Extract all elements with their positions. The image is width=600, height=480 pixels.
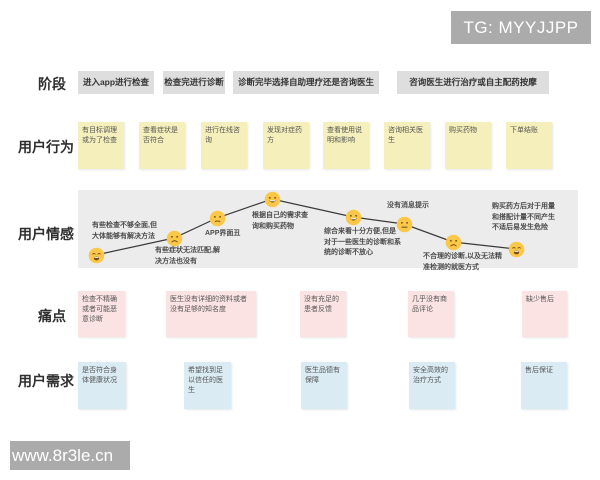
watermark: www.8r3le.cn (10, 441, 130, 470)
emotion-curve-panel (78, 190, 578, 268)
stage-box: 诊断完毕选择自助理疗还是咨询医生 (233, 71, 379, 94)
crying-face-icon (88, 247, 105, 264)
crying-face-icon (508, 241, 525, 258)
sad-face-icon (166, 230, 183, 247)
emotion-annotation: 综合来看十分方便,但是对于一些医生的诊断和系统的诊断不放心 (324, 228, 401, 256)
pain-note: 没有充足的患者反馈 (300, 291, 346, 337)
neutral-face-icon (396, 216, 413, 233)
behavior-note: 查看症状是否符合 (139, 122, 185, 169)
row-label-pain: 痛点 (38, 308, 66, 324)
behavior-note: 查看使用说明和影响 (323, 122, 369, 169)
behavior-note: 下单结账 (506, 122, 552, 169)
behavior-note: 咨询相关医生 (384, 122, 430, 169)
emotion-annotation: 没有消息提示 (387, 202, 429, 209)
stage-box: 咨询医生进行治疗或自主配药按摩 (397, 71, 549, 94)
row-label-need: 用户需求 (18, 373, 74, 389)
sad-face-icon (445, 234, 462, 251)
row-label-emotion: 用户情感 (18, 226, 74, 242)
tg-badge: TG: MYYJJPP (451, 11, 591, 44)
stage-box: 进入app进行检查 (78, 71, 154, 94)
emotion-curve (95, 198, 517, 256)
emotion-annotation: 有些症状无法匹配,解决方法也没有 (155, 247, 220, 265)
behavior-note: 有目标调理或为了检查 (78, 122, 124, 169)
smile-face-icon (345, 209, 362, 226)
row-label-stage: 阶段 (38, 76, 66, 92)
behavior-note: 进行在线咨询 (201, 122, 247, 169)
behavior-note: 购买药物 (445, 122, 491, 169)
pain-note: 医生没有详细的资料或者没有足够的知名度 (166, 291, 256, 337)
pain-note: 缺少售后 (522, 291, 567, 337)
need-note: 希望找到足以信任的医生 (184, 362, 231, 409)
emotion-annotation: 购买药方后对于用量和搭配计量不同产生不适后易发生危险 (492, 203, 555, 231)
row-label-behavior: 用户行为 (18, 139, 74, 155)
need-note: 医生品德有保障 (301, 362, 347, 409)
emotion-annotation: APP界面丑 (205, 230, 241, 237)
need-note: 是否符合身体健康状况 (78, 362, 126, 409)
emotion-annotation: 有些检查不够全面,但大体能够有解决方法 (92, 222, 157, 240)
pain-note: 几乎没有商品评论 (408, 291, 454, 337)
grin-face-icon (264, 191, 281, 208)
emotion-annotation: 根据自己的需求查询和购买药物 (252, 212, 308, 230)
emotion-annotation: 不合理的诊断,以及无法精准检测的就医方式 (423, 253, 502, 271)
behavior-note: 发现对症药方 (263, 122, 309, 169)
confused-face-icon (209, 210, 226, 227)
need-note: 售后保证 (521, 362, 567, 409)
stage-box: 检查完进行诊断 (163, 71, 225, 94)
need-note: 安全高效的治疗方式 (409, 362, 455, 409)
pain-note: 检查不精确或者可能恶意诊断 (78, 291, 125, 337)
